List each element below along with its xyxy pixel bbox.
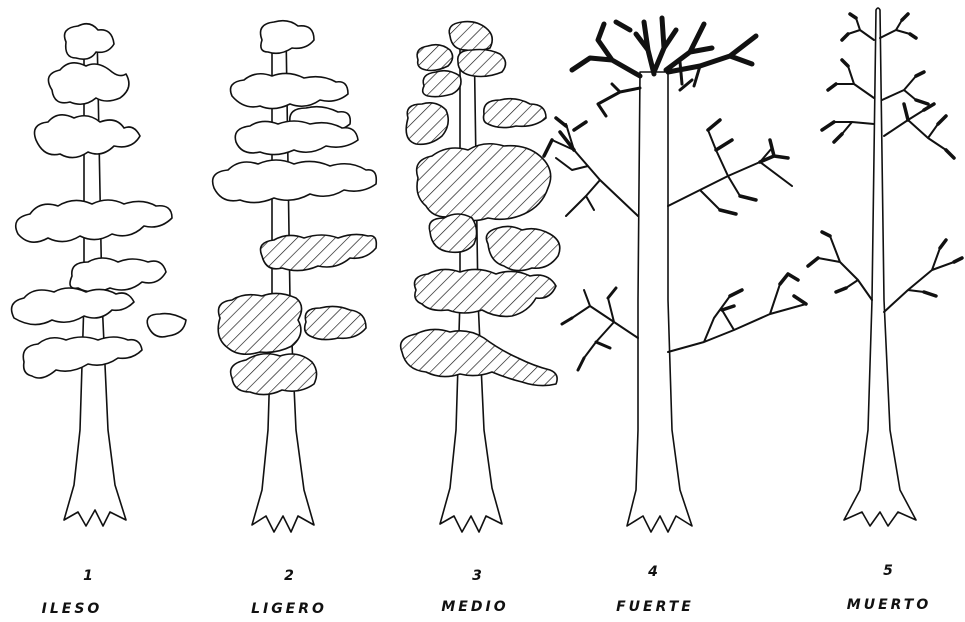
tree-2-ligero: [213, 21, 377, 532]
tree-4-fuerte: [544, 18, 806, 532]
tree-labels: 1 ILESO 2 LIGERO 3 MEDIO 4 FUERTE 5 MUER…: [42, 563, 932, 617]
tree-3-medio: [401, 22, 560, 532]
tree-5-branches: [808, 14, 962, 312]
tree-2-label: LIGERO: [251, 601, 327, 617]
tree-2-foliage: [213, 21, 377, 395]
tree-4-number: 4: [647, 564, 658, 580]
tree-4-branches: [544, 18, 806, 370]
tree-1-label: ILESO: [42, 601, 103, 617]
tree-1-ileso: [12, 24, 186, 526]
tree-3-label: MEDIO: [441, 599, 508, 615]
tree-3-number: 3: [472, 568, 482, 584]
tree-5-label: MUERTO: [847, 597, 931, 613]
tree-5-number: 5: [883, 563, 893, 579]
tree-1-number: 1: [83, 568, 93, 584]
tree-4-label: FUERTE: [616, 599, 694, 615]
tree-4-trunk: [627, 72, 692, 532]
tree-5-muerto: [808, 8, 962, 526]
tree-2-number: 2: [284, 568, 294, 584]
